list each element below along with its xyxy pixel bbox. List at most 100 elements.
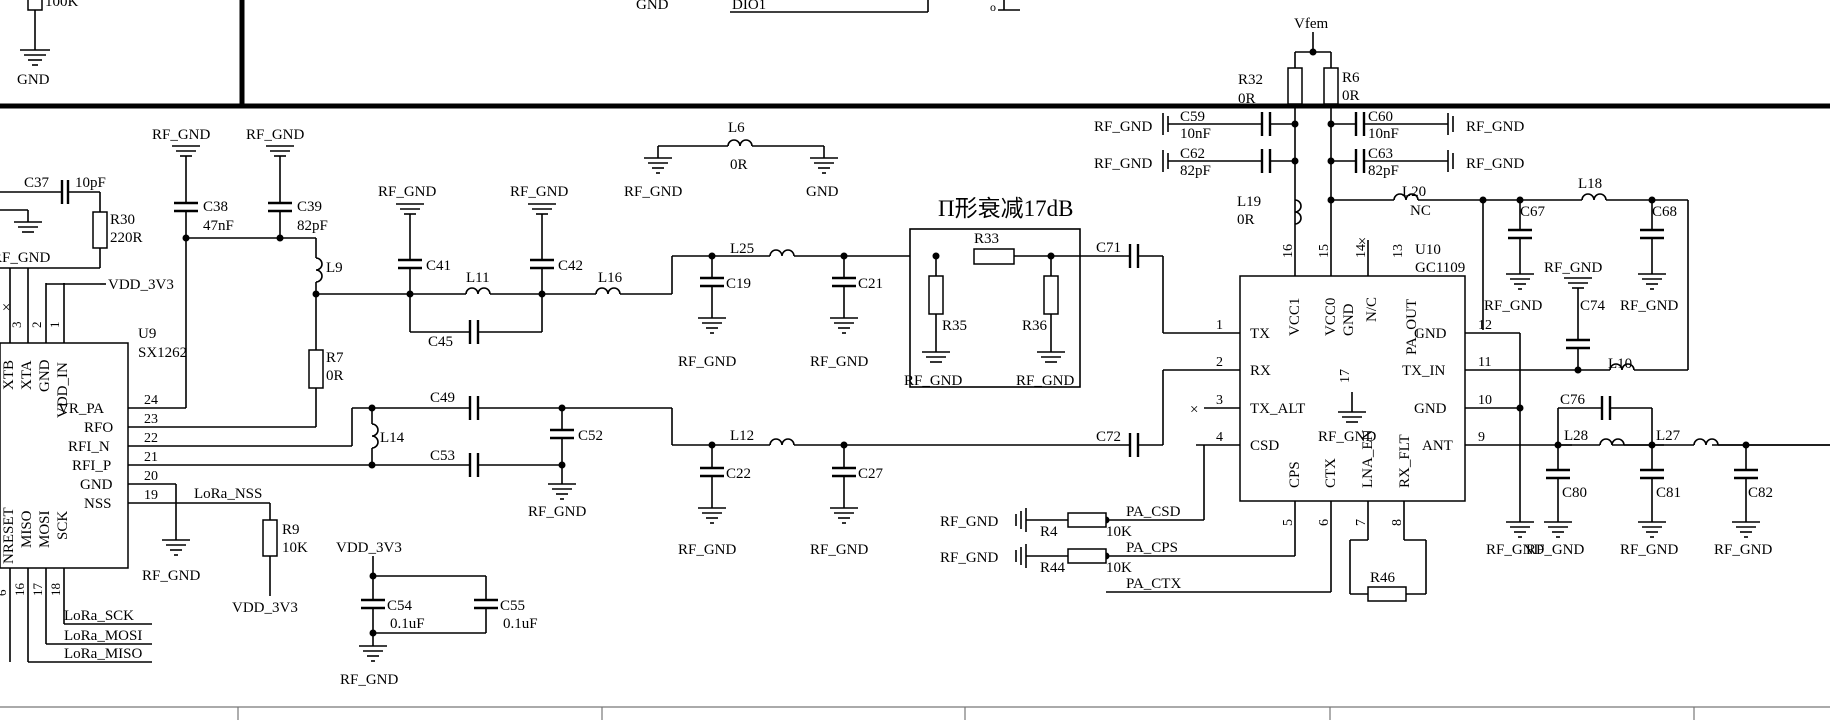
l25-label: L25 xyxy=(730,241,754,257)
u9-pin-vr-pa: VR_PA xyxy=(58,401,104,417)
u10-pin-tx-alt: TX_ALT xyxy=(1250,401,1305,417)
u10-pin-gnd-r2: GND xyxy=(1414,401,1447,417)
top-strip: 100K GND GND DIO1 o Vfem R32 0R R6 0R xyxy=(17,0,1360,107)
u10-pin-gnd-r1: GND xyxy=(1414,326,1447,342)
l19-value: 0R xyxy=(1237,212,1255,228)
r9-value: 10K xyxy=(282,540,308,556)
u10-tx-alt-nc-mark: × xyxy=(1190,402,1198,418)
u9-pin-num-1: 1 xyxy=(47,322,62,329)
l19-inductor xyxy=(1294,199,1302,225)
r4-value: 10K xyxy=(1106,524,1132,540)
c76-label: C76 xyxy=(1560,392,1586,408)
u9-pin-num-22: 22 xyxy=(144,431,158,446)
l6-gnd-left-label: RF_GND xyxy=(624,184,683,200)
u9-pin-num-3: 3 xyxy=(9,322,24,329)
u9-pin-num-19: 19 xyxy=(144,488,158,503)
u10-part: GC1109 xyxy=(1415,260,1465,276)
vrpa-decoupling: RF_GND RF_GND C38 47nF C39 82pF L9 R7 0R xyxy=(152,127,410,427)
rf-gnd-symbol xyxy=(162,539,190,556)
u9-pin-rfi-p: RFI_P xyxy=(72,458,111,474)
l6-gnd-right-label: GND xyxy=(806,184,839,200)
attenuator-title: Π形衰减17dB xyxy=(938,196,1073,221)
tx-matching-network: L25 C19 RF_GND C21 RF_GND xyxy=(678,241,910,370)
l12-inductor xyxy=(769,438,795,446)
rfgnd-r44-label: RF_GND xyxy=(940,550,999,566)
rfgnd-u9-label: RF_GND xyxy=(142,568,201,584)
gc1109-chip: U10 GC1109 1 2 3 4 × TX RX TX_ALT CSD PA… xyxy=(1190,234,1830,592)
u10-pin-lna-en: LNA_EN xyxy=(1360,430,1376,488)
u9-pin-num-17: 17 xyxy=(30,583,45,597)
u9-pin-num-24: 24 xyxy=(144,393,158,408)
pa-control-lines: PA_CSD PA_CPS PA_CTX R4 10K R44 10K RF_G… xyxy=(940,445,1427,602)
r7-value: 0R xyxy=(326,368,344,384)
c62-value: 82pF xyxy=(1180,163,1211,179)
lora-nss-label: LoRa_NSS xyxy=(194,486,262,502)
r33-resistor xyxy=(973,248,1015,265)
rx-path: L14 C49 C53 C52 RF_GND L12 C22 RF_GND xyxy=(351,369,1240,558)
gnd-label-left: GND xyxy=(17,72,50,88)
r44-resistor xyxy=(1067,548,1107,564)
c74-label: C74 xyxy=(1580,298,1606,314)
l6-inductor xyxy=(727,139,753,147)
u9-pin-num-6: 6 xyxy=(0,589,9,596)
c72-label: C72 xyxy=(1096,429,1121,445)
u10-center-num: 17 xyxy=(1338,369,1353,383)
u9-pin-xtb: XTB xyxy=(1,360,17,390)
c45-label: C45 xyxy=(428,334,453,350)
u10-pin-vcc1: VCC1 xyxy=(1287,298,1303,336)
pa-ctx-label: PA_CTX xyxy=(1126,576,1181,592)
u10-pin-num-9: 9 xyxy=(1478,430,1485,445)
u10-pin-num-6: 6 xyxy=(1317,519,1332,526)
left-supply-section: C37 10pF R30 220R RF_GND VDD_3V3 xyxy=(0,175,174,293)
l6-label: L6 xyxy=(728,120,745,136)
u9-pin-xta: XTA xyxy=(19,360,35,390)
c67-label: C67 xyxy=(1520,204,1546,220)
u9-pin-nss: NSS xyxy=(84,496,112,512)
c63-label: C63 xyxy=(1368,146,1393,162)
rfgnd-left-label: RF_GND xyxy=(0,250,51,266)
l28-label: L28 xyxy=(1564,428,1588,444)
c55-value: 0.1uF xyxy=(503,616,538,632)
rfgnd-c62-label: RF_GND xyxy=(1094,156,1153,172)
r6-resistor xyxy=(1323,67,1339,105)
r7-label: R7 xyxy=(326,350,344,366)
rfgnd-c74-label: RF_GND xyxy=(1544,260,1603,276)
rfgnd-c19-label: RF_GND xyxy=(678,354,737,370)
c54-value: 0.1uF xyxy=(390,616,425,632)
l27-label: L27 xyxy=(1656,428,1681,444)
rfgnd-c63-label: RF_GND xyxy=(1466,156,1525,172)
pa-cps-label: PA_CPS xyxy=(1126,540,1178,556)
l27-inductor xyxy=(1693,438,1719,446)
u10-pin-pa-out: PA_OUT xyxy=(1404,299,1420,355)
r44-value: 10K xyxy=(1106,560,1132,576)
u10-pin-num-16: 16 xyxy=(1281,244,1296,258)
u10-pin-vcc0: VCC0 xyxy=(1323,298,1339,336)
u10-pin-csd: CSD xyxy=(1250,438,1279,454)
c42-label: C42 xyxy=(558,258,583,274)
l10-label: L10 xyxy=(1608,356,1632,372)
attenuator-box xyxy=(909,228,1081,388)
l18-label: L18 xyxy=(1578,176,1602,192)
u9-pin-gnd-right: GND xyxy=(80,477,113,493)
c54-label: C54 xyxy=(387,598,413,614)
u10-pin-num-10: 10 xyxy=(1478,393,1492,408)
rfgnd-c42-label: RF_GND xyxy=(510,184,569,200)
l16-inductor xyxy=(595,287,621,295)
c62-label: C62 xyxy=(1180,146,1205,162)
c37-value: 10pF xyxy=(75,175,106,191)
c71-label: C71 xyxy=(1096,240,1121,256)
l6-value: 0R xyxy=(730,157,748,173)
antenna-network: RF_GND C76 L28 L27 C80 RF_GND C81 RF_GND xyxy=(1486,392,1830,558)
rfgnd-c54-label: RF_GND xyxy=(340,672,399,688)
l9-label: L9 xyxy=(326,260,343,276)
u9-pin-num-16: 16 xyxy=(12,583,27,597)
connector-mark: o xyxy=(990,0,996,14)
rfgnd-c81-label: RF_GND xyxy=(1620,542,1679,558)
u10-pin-num-11: 11 xyxy=(1478,355,1491,370)
r30-value: 220R xyxy=(110,230,143,246)
u10-pin-rx: RX xyxy=(1250,363,1271,379)
c60-value: 10nF xyxy=(1368,126,1399,142)
gnd-label-mid: GND xyxy=(636,0,669,13)
u10-pin-rx-flt: RX_FLT xyxy=(1397,434,1413,488)
